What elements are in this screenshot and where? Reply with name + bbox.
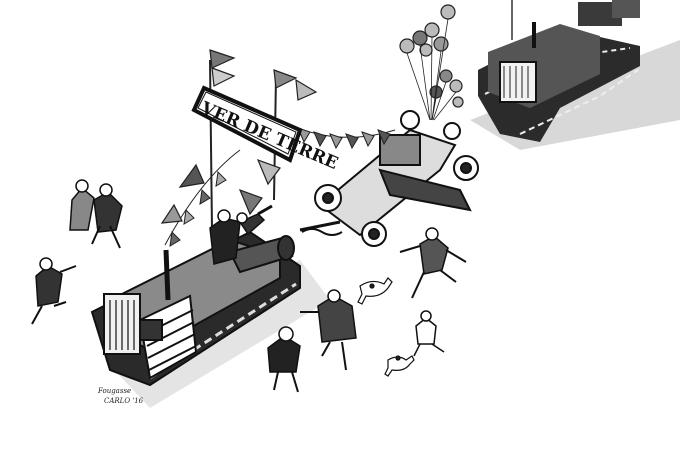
balloon-bunch	[399, 4, 464, 121]
couple	[69, 179, 123, 249]
pedestrian-front	[267, 326, 301, 393]
boy	[413, 310, 445, 357]
pedestrian-running	[399, 227, 467, 299]
distant-tractor	[470, 0, 680, 150]
dogs	[357, 277, 415, 377]
road-grader	[299, 110, 479, 247]
signature-line-1: Fougasse	[97, 387, 131, 395]
artist-signature: Fougasse CARLO '16	[97, 387, 144, 405]
crowd	[31, 179, 467, 393]
pedestrian-cloak	[300, 289, 357, 371]
pedestrian-left	[31, 257, 77, 325]
tractor-riders	[209, 204, 273, 265]
banner-sign: VER DE TERRE	[191, 85, 341, 174]
signature-line-2: CARLO '16	[104, 397, 144, 405]
